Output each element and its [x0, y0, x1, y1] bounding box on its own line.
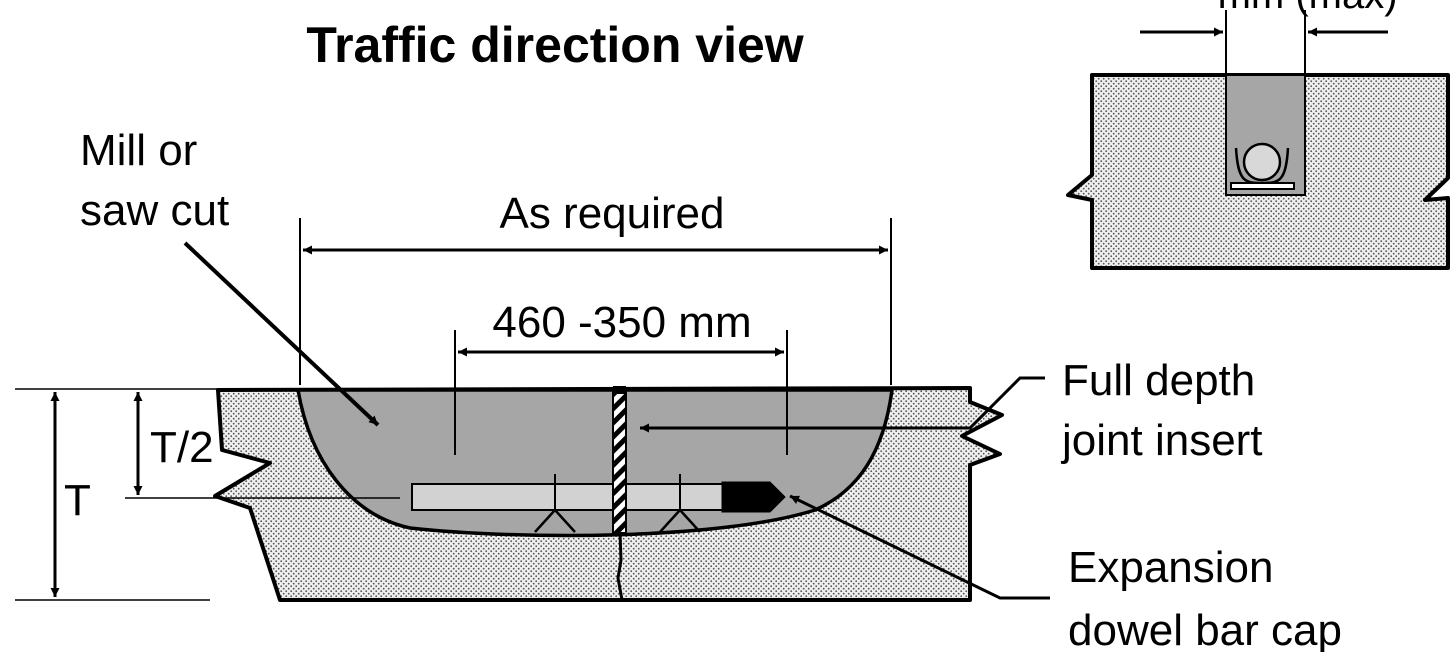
joint-crack	[616, 532, 624, 601]
joint-insert-top	[613, 386, 626, 394]
mill-cut-leader	[183, 241, 380, 427]
half-thickness-label: T/2	[150, 423, 214, 472]
expansion-cap-line-2: dowel bar cap	[1068, 606, 1342, 652]
mill-cut-label: Mill or saw cut	[80, 126, 229, 235]
joint-insert	[612, 389, 627, 534]
inset-chair-base	[1230, 182, 1295, 190]
expansion-cap-line-1: Expansion	[1068, 543, 1273, 592]
diagram-title: Traffic direction view	[306, 17, 803, 73]
mill-cut-line-2: saw cut	[80, 186, 229, 235]
main-section: T T/2 Mill or saw cut As required 460 -3…	[15, 126, 1342, 652]
dowel-bar	[411, 483, 726, 511]
expansion-cap-label: Expansion dowel bar cap	[1068, 543, 1342, 652]
full-depth-label: Full depth joint insert	[1060, 356, 1267, 465]
patch-area	[295, 388, 894, 538]
width-range-label: 460 -350 mm	[492, 298, 751, 347]
expansion-cap	[721, 481, 786, 513]
mill-cut-line-1: Mill or	[80, 126, 197, 175]
as-required-label: As required	[499, 189, 724, 238]
inset-detail: —— mm (max)	[1066, 0, 1450, 270]
full-depth-line-2: joint insert	[1060, 416, 1263, 465]
expansion-cap-leader	[789, 494, 1050, 600]
full-depth-line-1: Full depth	[1062, 356, 1255, 405]
inset-width-label: —— mm (max)	[1126, 0, 1397, 17]
joint-insert-leader	[640, 376, 1045, 433]
inset-dowel	[1242, 142, 1282, 182]
thickness-label: T	[64, 476, 91, 525]
